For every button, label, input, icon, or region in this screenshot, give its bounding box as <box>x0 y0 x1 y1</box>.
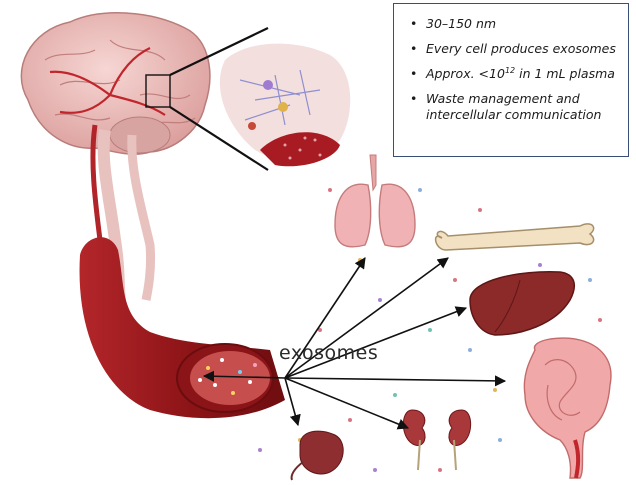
bone-icon <box>436 224 594 250</box>
kidneys-icon <box>403 410 470 470</box>
lungs-icon <box>335 155 415 247</box>
fact-plasma-concentration: Approx. <1012 in 1 mL plasma <box>408 66 620 82</box>
fact-production: Every cell produces exosomes <box>408 41 620 57</box>
intestine-icon <box>524 338 611 478</box>
brain-icon <box>21 13 209 154</box>
exosomes-label: exosomes <box>279 342 378 364</box>
blood-vessel-icon <box>80 237 285 418</box>
exosome-facts-box: 30–150 nm Every cell produces exosomes A… <box>393 3 629 157</box>
facts-list: 30–150 nm Every cell produces exosomes A… <box>408 16 620 123</box>
neurons-inset-icon <box>220 44 350 167</box>
fact-function: Waste management and intercellular commu… <box>408 91 620 123</box>
fact-size: 30–150 nm <box>408 16 620 32</box>
liver-icon <box>470 272 574 335</box>
